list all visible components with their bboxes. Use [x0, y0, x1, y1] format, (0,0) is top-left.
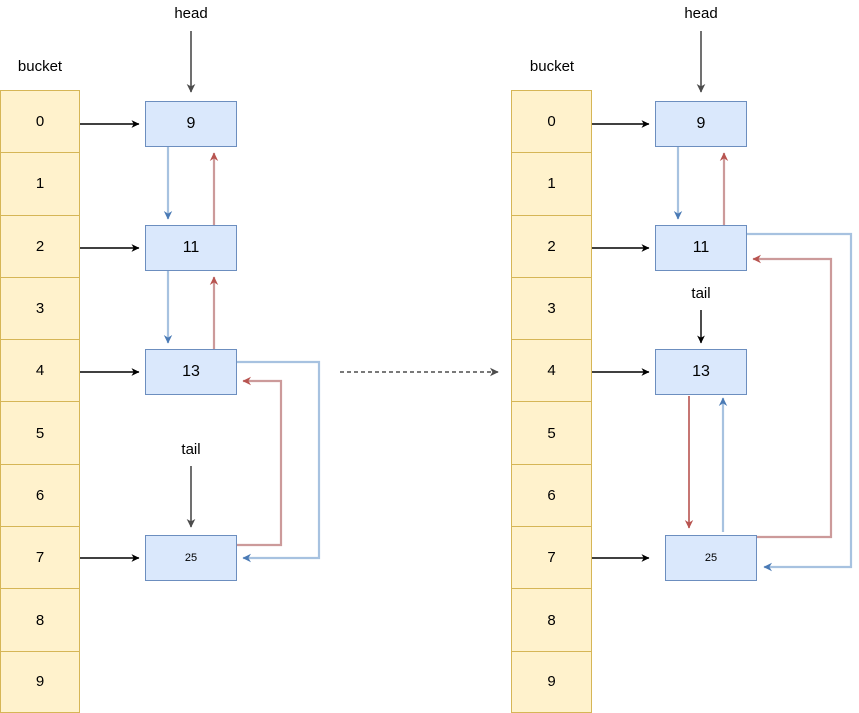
- next-link-11-25-after: [747, 232, 853, 572]
- bucket-cell-1[interactable]: 1: [0, 152, 80, 215]
- node-13-after[interactable]: 13: [655, 349, 747, 395]
- bucket-cell-7[interactable]: 7: [0, 526, 80, 589]
- bucket-cell-3[interactable]: 3: [511, 276, 592, 340]
- bucket-label-after: bucket: [529, 58, 575, 75]
- bucket-cell-8[interactable]: 8: [511, 588, 592, 651]
- node-25-before[interactable]: 25: [145, 535, 237, 581]
- bucket-column-after: 0 1 2 3 4 5 6 7 8 9: [511, 90, 592, 713]
- bucket-cell-6[interactable]: 6: [0, 463, 80, 527]
- next-link-13-25-before: [237, 360, 321, 563]
- bucket-cell-8[interactable]: 8: [0, 588, 80, 651]
- bucket-cell-4[interactable]: 4: [0, 339, 80, 402]
- prev-link-25-13-before: [237, 376, 283, 547]
- head-label-before: head: [174, 5, 208, 22]
- tail-label-after: tail: [691, 285, 711, 302]
- bucket-label-before: bucket: [17, 58, 63, 75]
- bucket-cell-5[interactable]: 5: [511, 401, 592, 464]
- node-13-before[interactable]: 13: [145, 349, 237, 395]
- bucket-cell-4[interactable]: 4: [511, 339, 592, 402]
- bucket-cell-0[interactable]: 0: [511, 90, 592, 153]
- bucket-cell-6[interactable]: 6: [511, 463, 592, 527]
- bucket-column-before: 0 1 2 3 4 5 6 7 8 9: [0, 90, 80, 713]
- bucket-cell-5[interactable]: 5: [0, 401, 80, 464]
- bucket-cell-7[interactable]: 7: [511, 526, 592, 589]
- node-9-after[interactable]: 9: [655, 101, 747, 147]
- bucket-cell-2[interactable]: 2: [0, 214, 80, 277]
- bucket-cell-9[interactable]: 9: [0, 650, 80, 713]
- node-11-after[interactable]: 11: [655, 225, 747, 271]
- bucket-cell-3[interactable]: 3: [0, 276, 80, 340]
- bucket-cell-1[interactable]: 1: [511, 152, 592, 215]
- node-9-before[interactable]: 9: [145, 101, 237, 147]
- head-label-after: head: [684, 5, 718, 22]
- node-25-after[interactable]: 25: [665, 535, 757, 581]
- prev-link-25-11-after: [747, 254, 833, 539]
- node-11-before[interactable]: 11: [145, 225, 237, 271]
- bucket-cell-0[interactable]: 0: [0, 90, 80, 153]
- tail-label-before: tail: [181, 441, 201, 458]
- bucket-cell-9[interactable]: 9: [511, 650, 592, 713]
- bucket-cell-2[interactable]: 2: [511, 214, 592, 277]
